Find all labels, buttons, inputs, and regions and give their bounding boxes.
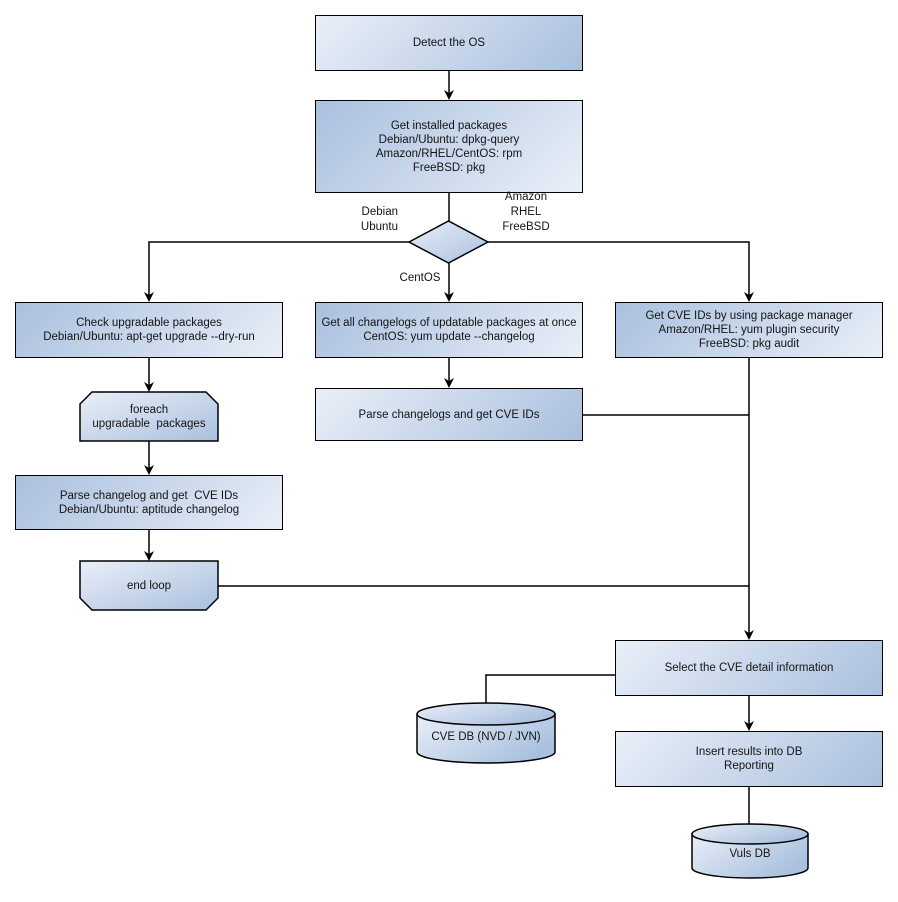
arrowhead-select bbox=[744, 630, 754, 640]
node-parse-changelogs-centos: Parse changelogs and get CVE IDs bbox=[315, 388, 583, 441]
cve-db-cylinder-body bbox=[416, 713, 556, 764]
node-detect-os-label: Detect the OS bbox=[412, 37, 486, 49]
node-get-all-changelogs: Get all changelogs of updatable packages… bbox=[315, 302, 583, 358]
edge-decision-to-get-cve-ids bbox=[488, 241, 750, 295]
edge-decision-to-check-upgradable bbox=[148, 241, 409, 295]
node-get-cve-ids-package-manager-label: Get CVE IDs by using package manager Ama… bbox=[645, 310, 853, 350]
node-get-installed-packages: Get installed packages Debian/Ubuntu: dp… bbox=[315, 100, 583, 193]
os-decision-diamond bbox=[407, 220, 490, 264]
arrowhead-check-upgradable bbox=[144, 292, 154, 302]
node-insert-results-label: Insert results into DB Reporting bbox=[695, 746, 803, 772]
foreach-loop-shape bbox=[79, 391, 219, 442]
edge-cve-db-to-select bbox=[485, 674, 615, 703]
end-loop-shape bbox=[79, 560, 219, 611]
vuls-db-cylinder-top bbox=[691, 823, 809, 845]
arrowhead-get-all-changelogs bbox=[444, 292, 454, 302]
branch-label-debian-ubuntu: Debian Ubuntu bbox=[360, 206, 398, 233]
cve-db-cylinder-top bbox=[416, 702, 556, 726]
node-get-installed-packages-label: Get installed packages Debian/Ubuntu: dp… bbox=[375, 119, 523, 174]
node-get-cve-ids-package-manager: Get CVE IDs by using package manager Ama… bbox=[615, 302, 883, 358]
node-check-upgradable-packages: Check upgradable packages Debian/Ubuntu:… bbox=[15, 302, 283, 358]
branch-label-amazon-rhel-freebsd: Amazon RHEL FreeBSD bbox=[502, 191, 550, 233]
node-parse-changelog-debian-label: Parse changelog and get CVE IDs Debian/U… bbox=[58, 489, 240, 516]
arrowhead-installed bbox=[444, 90, 454, 100]
node-parse-changelog-debian: Parse changelog and get CVE IDs Debian/U… bbox=[15, 475, 283, 530]
arrowhead-foreach bbox=[144, 382, 154, 392]
arrowhead-insert bbox=[744, 721, 754, 731]
branch-label-centos: CentOS bbox=[399, 272, 441, 284]
node-check-upgradable-packages-label: Check upgradable packages Debian/Ubuntu:… bbox=[43, 317, 255, 343]
node-detect-os: Detect the OS bbox=[315, 15, 583, 71]
node-select-cve-detail-label: Select the CVE detail information bbox=[664, 662, 834, 674]
node-get-all-changelogs-label: Get all changelogs of updatable packages… bbox=[321, 317, 577, 343]
node-select-cve-detail: Select the CVE detail information bbox=[615, 640, 883, 696]
node-insert-results: Insert results into DB Reporting bbox=[615, 731, 883, 787]
node-parse-changelogs-centos-label: Parse changelogs and get CVE IDs bbox=[358, 408, 540, 421]
arrowhead-parse-left bbox=[144, 465, 154, 475]
vuls-db-cylinder-body bbox=[691, 833, 809, 879]
arrowhead-get-cve-ids bbox=[744, 292, 754, 302]
arrowhead-end-loop bbox=[144, 551, 154, 561]
arrowhead-parse-mid bbox=[444, 378, 454, 388]
